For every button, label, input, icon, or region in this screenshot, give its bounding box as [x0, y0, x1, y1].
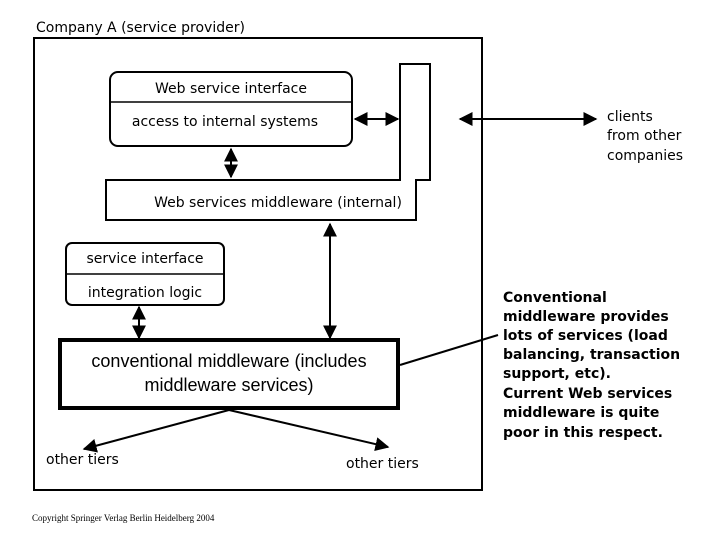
web-service-interface-box: [109, 71, 353, 147]
note-line-6: Current Web services: [503, 386, 672, 402]
conventional-line1: conventional middleware (includes: [91, 351, 366, 371]
clients-line-2: from other: [607, 128, 682, 144]
company-boundary: [33, 37, 483, 491]
access-internal-label: access to internal systems: [132, 114, 318, 130]
arrow-other-tiers-left: [82, 409, 230, 453]
note-line-5: support, etc).: [503, 366, 611, 382]
note-line-8: poor in this respect.: [503, 425, 663, 441]
integration-logic-label: integration logic: [88, 285, 202, 301]
conventional-line2: middleware services): [144, 375, 313, 395]
note-line-3: lots of services (load: [503, 328, 668, 344]
service-interface-label: service interface: [86, 251, 203, 267]
note-line-1: Conventional: [503, 290, 607, 306]
note-text: Conventional middleware provides lots of…: [503, 290, 680, 441]
arrow-other-tiers-right: [228, 409, 390, 451]
note-callout-line: [399, 334, 499, 366]
company-title: Company A (service provider): [36, 20, 245, 36]
other-tiers-left: other tiers: [46, 452, 119, 468]
note-line-2: middleware provides: [503, 309, 669, 325]
conventional-middleware-box: [58, 338, 400, 410]
clients-line-3: companies: [607, 148, 683, 164]
note-line-7: middleware is quite: [503, 405, 659, 421]
clients-line-1: clients: [607, 109, 653, 125]
other-tiers-right: other tiers: [346, 456, 419, 472]
ws-middleware-label: Web services middleware (internal): [154, 195, 402, 211]
clients-label: clients from other companies: [607, 109, 683, 164]
copyright-text: Copyright Springer Verlag Berlin Heidelb…: [32, 513, 215, 523]
note-line-4: balancing, transaction: [503, 347, 680, 363]
web-service-interface-label: Web service interface: [155, 81, 307, 97]
ws-middleware-shape: [105, 63, 431, 221]
